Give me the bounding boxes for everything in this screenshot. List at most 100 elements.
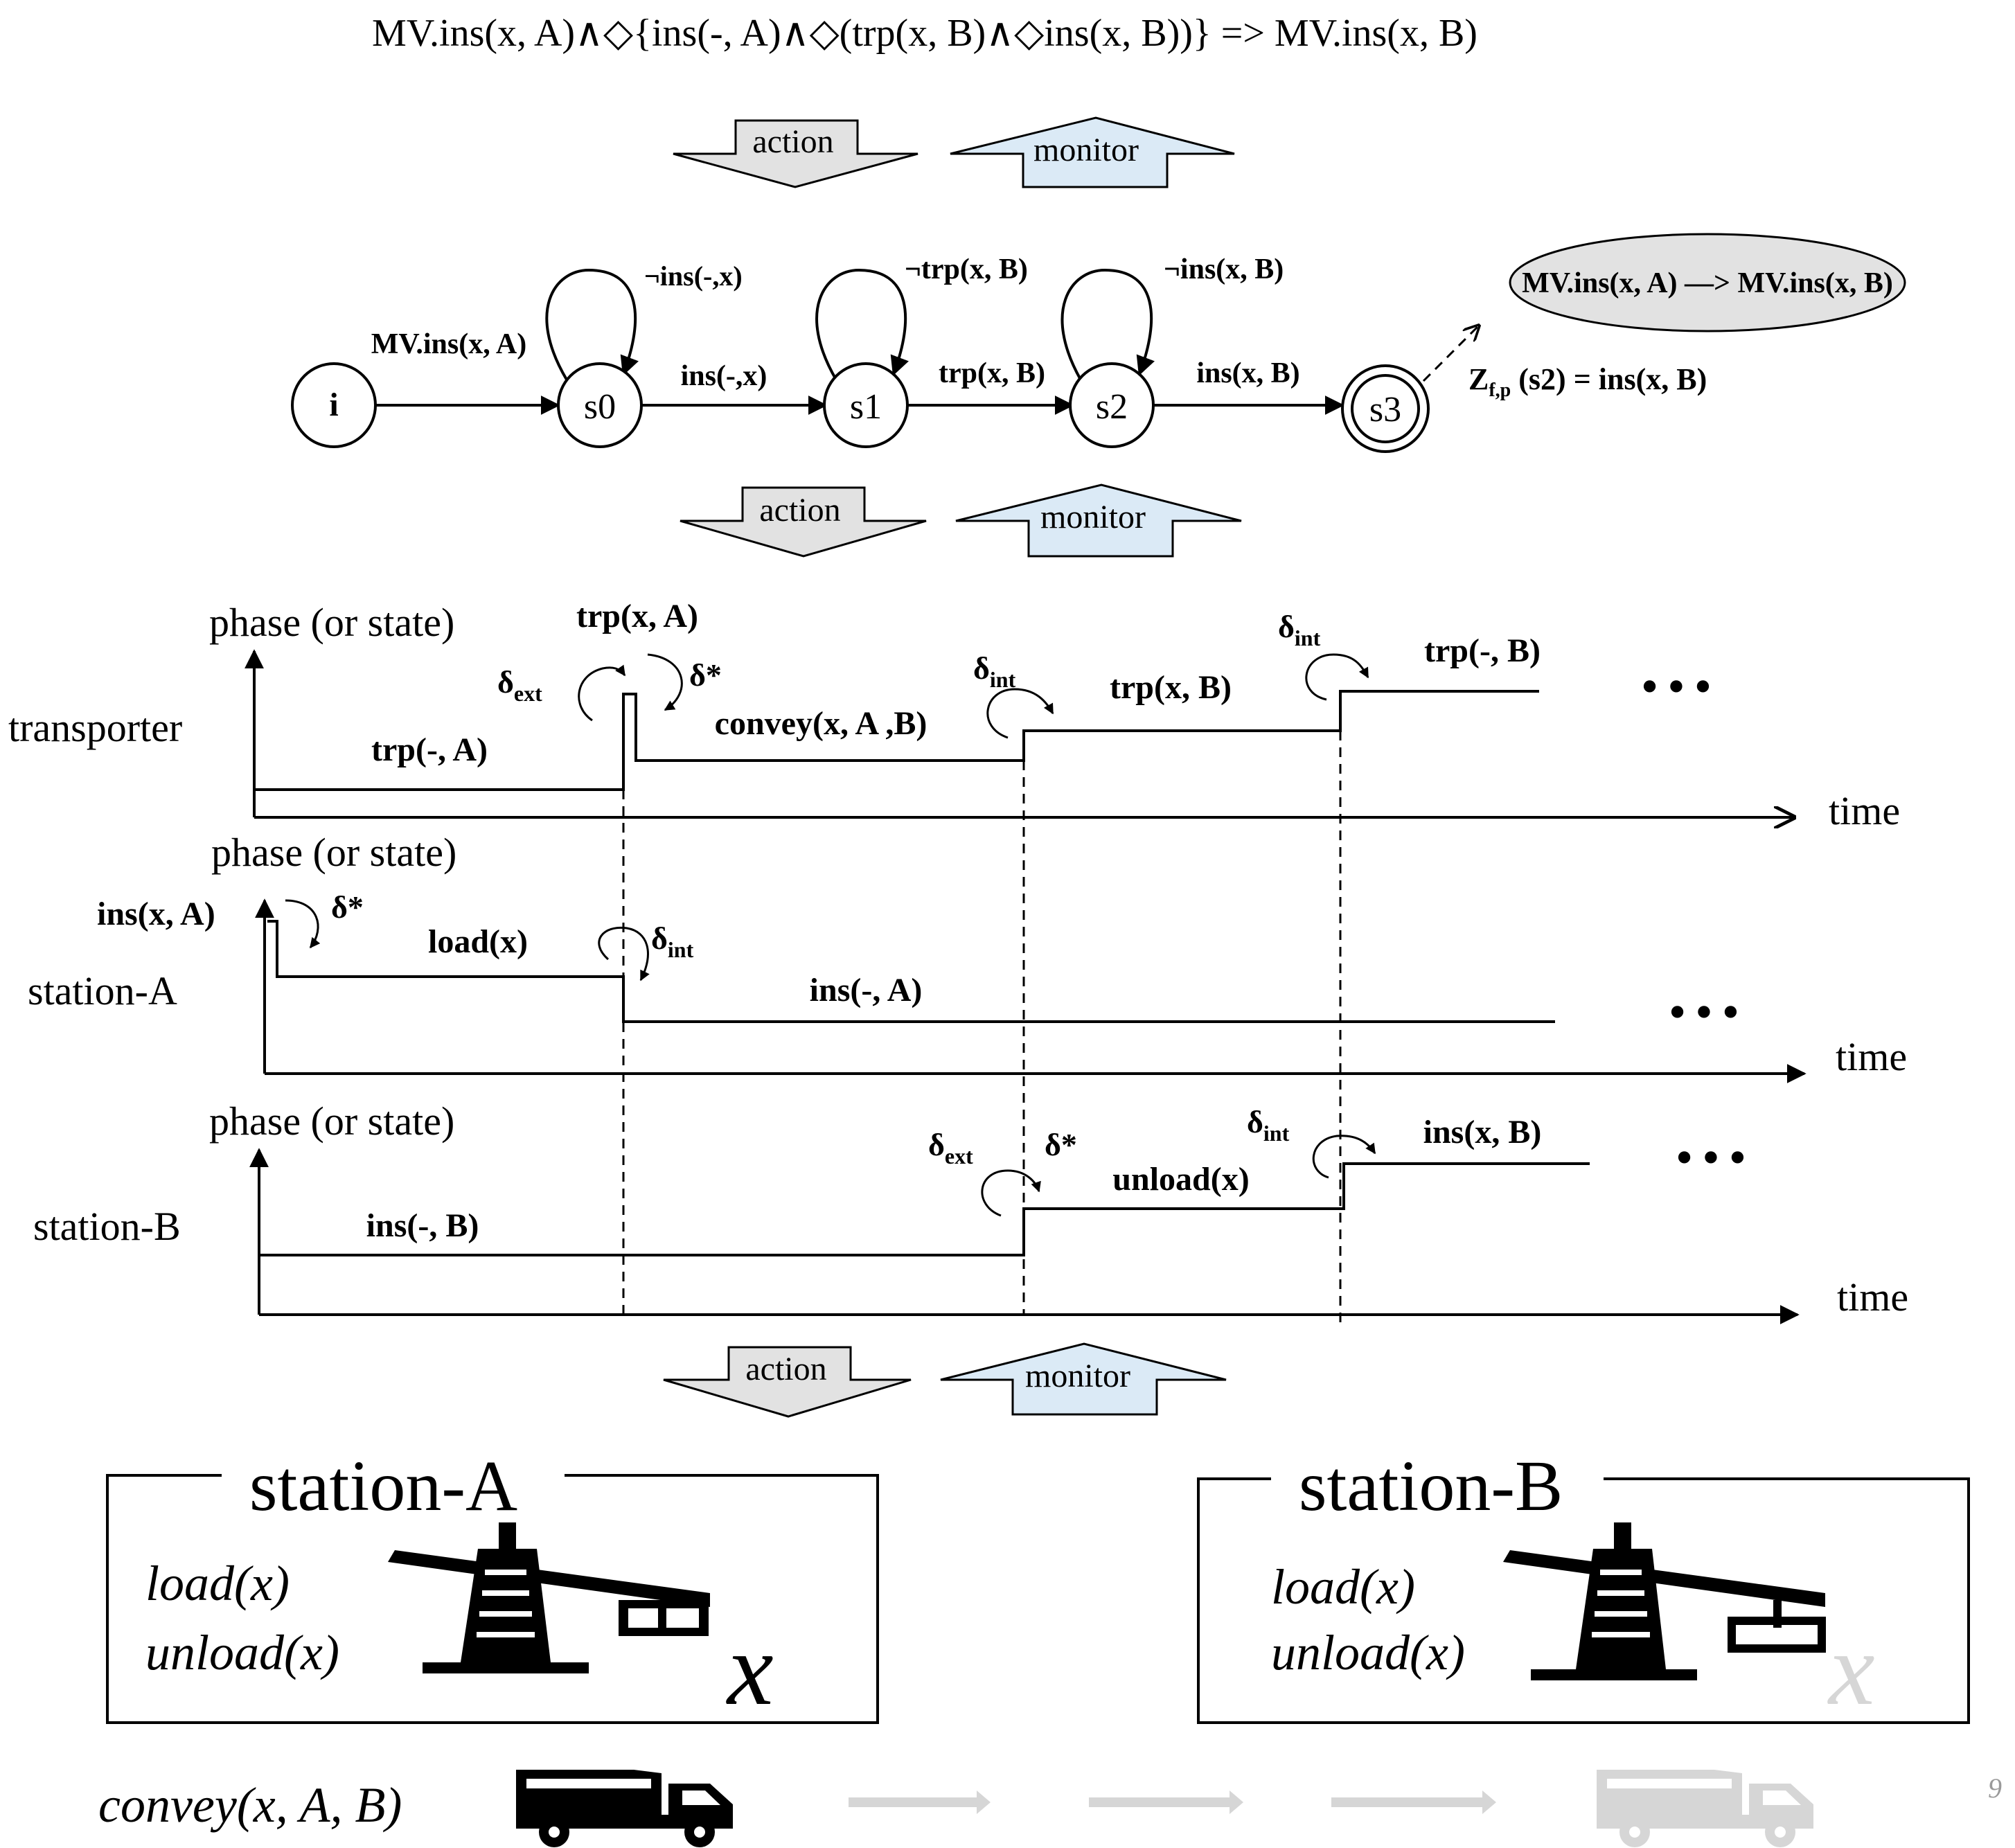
label-timeline-phase_label: phase (or state) [209, 1099, 454, 1144]
automaton: i s0 s1 s2 s3 MV.ins(x, A) ins(-,x) trp(… [291, 233, 1906, 453]
timeline-transporter: phase (or state) transporter time trp(-,… [8, 598, 1900, 833]
action-arrow-1: action [673, 119, 918, 188]
crane-icon [1503, 1522, 1826, 1680]
label-timeline-transporter-states-3: trp(x, B) [1110, 669, 1232, 706]
label-bottom-station_a-ops-0: load(x) [145, 1556, 290, 1611]
convey-label: convey(x, A, B) [98, 1777, 402, 1833]
label-automaton-states-4: s3 [1369, 390, 1401, 429]
monitor-arrow-2: monitor [955, 483, 1242, 558]
label-timeline-int: int [1263, 1121, 1290, 1146]
timeline-station-b: phase (or state) station-B time ins(-, B… [33, 1099, 1908, 1324]
label-timeline-ext: ext [514, 681, 542, 706]
label-timeline-delta: δ [497, 664, 514, 700]
label-arrows-monitor: monitor [1033, 132, 1139, 168]
state-s0 [557, 362, 643, 448]
label-timeline-delta: δ [1247, 1104, 1263, 1139]
transporter-ellipsis: • • • [1642, 661, 1710, 711]
label-automaton-self_loops-1: ¬trp(x, B) [905, 254, 1028, 285]
label-timeline-ext: ext [945, 1144, 973, 1169]
label-bottom-station_a-ops-1: unload(x) [145, 1625, 339, 1680]
label-timeline-int: int [668, 937, 694, 962]
label-timeline-station_a-states-2: ins(-, A) [810, 972, 923, 1009]
delta-int-4: δint [1247, 1104, 1290, 1146]
station-b-box: station-B load(x) unload(x) x [1197, 1446, 1970, 1727]
truck-icon-faded [1597, 1770, 1813, 1847]
label-timeline-phase_label: phase (or state) [211, 830, 456, 875]
state-s1 [823, 362, 909, 448]
label-timeline-transporter-states-1: trp(x, A) [576, 598, 698, 634]
formula: MV.ins(x, A)∧◇{ins(-, A)∧◇(trp(x, B)∧◇in… [372, 12, 1477, 55]
label-timeline-star: δ* [331, 889, 364, 925]
station-a-box: station-A load(x) unload(x) x [106, 1446, 879, 1727]
item-x-a: x [726, 1612, 774, 1727]
page-number: 9 [1988, 1773, 2002, 1804]
delta-int-3: δint [651, 921, 694, 962]
goal-label: MV.ins(x, A) —> MV.ins(x, B) [1522, 267, 1893, 299]
label-automaton-states-3: s2 [1096, 387, 1128, 427]
label-timeline-transporter-states-2: convey(x, A ,B) [715, 705, 927, 742]
label-timeline-delta: δ [973, 650, 990, 686]
label-timeline-station_b-name: station-B [33, 1204, 181, 1249]
delta-int-1: δint [973, 650, 1016, 692]
label-timeline-station_a-states-0: ins(x, A) [97, 896, 215, 932]
state-s2 [1069, 362, 1155, 448]
state-i [291, 362, 377, 448]
label-arrows-monitor: monitor [1040, 499, 1146, 535]
label-timeline-star: δ* [689, 657, 722, 693]
crane-icon [388, 1522, 710, 1673]
label-automaton-z_sub: f,p [1489, 380, 1511, 401]
label-arrows-action: action [745, 1351, 826, 1387]
label-timeline-station_a-states-1: load(x) [428, 923, 528, 960]
delta-int-2: δint [1278, 609, 1321, 650]
label-bottom-station_b-ops-1: unload(x) [1271, 1625, 1465, 1680]
monitor-arrow-3: monitor [940, 1342, 1227, 1416]
label-bottom-station_b-ops-0: load(x) [1271, 1559, 1415, 1615]
label-timeline-time_label: time [1829, 788, 1900, 833]
label-arrows-action: action [759, 492, 840, 528]
delta-ext-1: δext [497, 664, 542, 706]
label-timeline-delta: δ [1278, 609, 1295, 644]
action-arrow-2: action [680, 486, 927, 558]
station-b-ellipsis: • • • [1676, 1132, 1745, 1182]
label-automaton-states-0: i [329, 387, 338, 423]
label-automaton-states-1: s0 [584, 387, 616, 427]
label-timeline-station_a-name: station-A [28, 968, 177, 1013]
timeline-station-a: phase (or state) station-A time ins(x, A… [28, 830, 1907, 1083]
z-function: Zf,p (s2) = ins(x, B) [1468, 362, 1707, 401]
label-timeline-station_b-states-1: unload(x) [1112, 1161, 1249, 1198]
label-timeline-station_b-states-2: ins(x, B) [1423, 1114, 1542, 1150]
movement-arrows [849, 1791, 1496, 1814]
label-timeline-station_b-states-0: ins(-, B) [366, 1207, 479, 1244]
label-automaton-self_loops-0: ¬ins(-,x) [644, 260, 743, 292]
label-timeline-int: int [990, 667, 1016, 692]
label-automaton-self_loops-2: ¬ins(x, B) [1164, 254, 1284, 285]
item-x-b-faded: x [1827, 1612, 1875, 1727]
label-timeline-star: δ* [1045, 1127, 1077, 1162]
label-automaton-transitions-0: MV.ins(x, A) [371, 328, 526, 360]
label-automaton-states-2: s1 [850, 387, 882, 427]
label-automaton-z_label: Z [1468, 362, 1489, 396]
label-timeline-delta: δ [651, 921, 668, 956]
delta-ext-2: δext [928, 1127, 973, 1169]
station-a-ellipsis: • • • [1669, 987, 1738, 1036]
monitor-arrow-1: monitor [950, 116, 1235, 188]
label-bottom-station_a-title: station-A [249, 1446, 517, 1526]
label-automaton-transitions-1: ins(-,x) [681, 360, 767, 392]
truck-icon [516, 1770, 733, 1847]
label-timeline-transporter-states-0: trp(-, A) [371, 731, 488, 768]
label-bottom-station_b-title: station-B [1299, 1446, 1563, 1526]
label-automaton-transitions-2: trp(x, B) [939, 357, 1045, 389]
label-timeline-time_label: time [1836, 1034, 1907, 1079]
label-automaton-transitions-3: ins(x, B) [1196, 357, 1299, 389]
label-timeline-time_label: time [1837, 1274, 1908, 1320]
label-timeline-transporter-name: transporter [8, 705, 182, 750]
label-automaton-z_rest: (s2) = ins(x, B) [1511, 362, 1707, 396]
action-arrow-3: action [663, 1346, 912, 1418]
label-timeline-phase_label: phase (or state) [209, 600, 454, 645]
label-arrows-monitor: monitor [1025, 1358, 1130, 1394]
label-arrows-action: action [752, 123, 833, 160]
label-timeline-delta: δ [928, 1127, 945, 1162]
label-timeline-int: int [1295, 625, 1321, 650]
